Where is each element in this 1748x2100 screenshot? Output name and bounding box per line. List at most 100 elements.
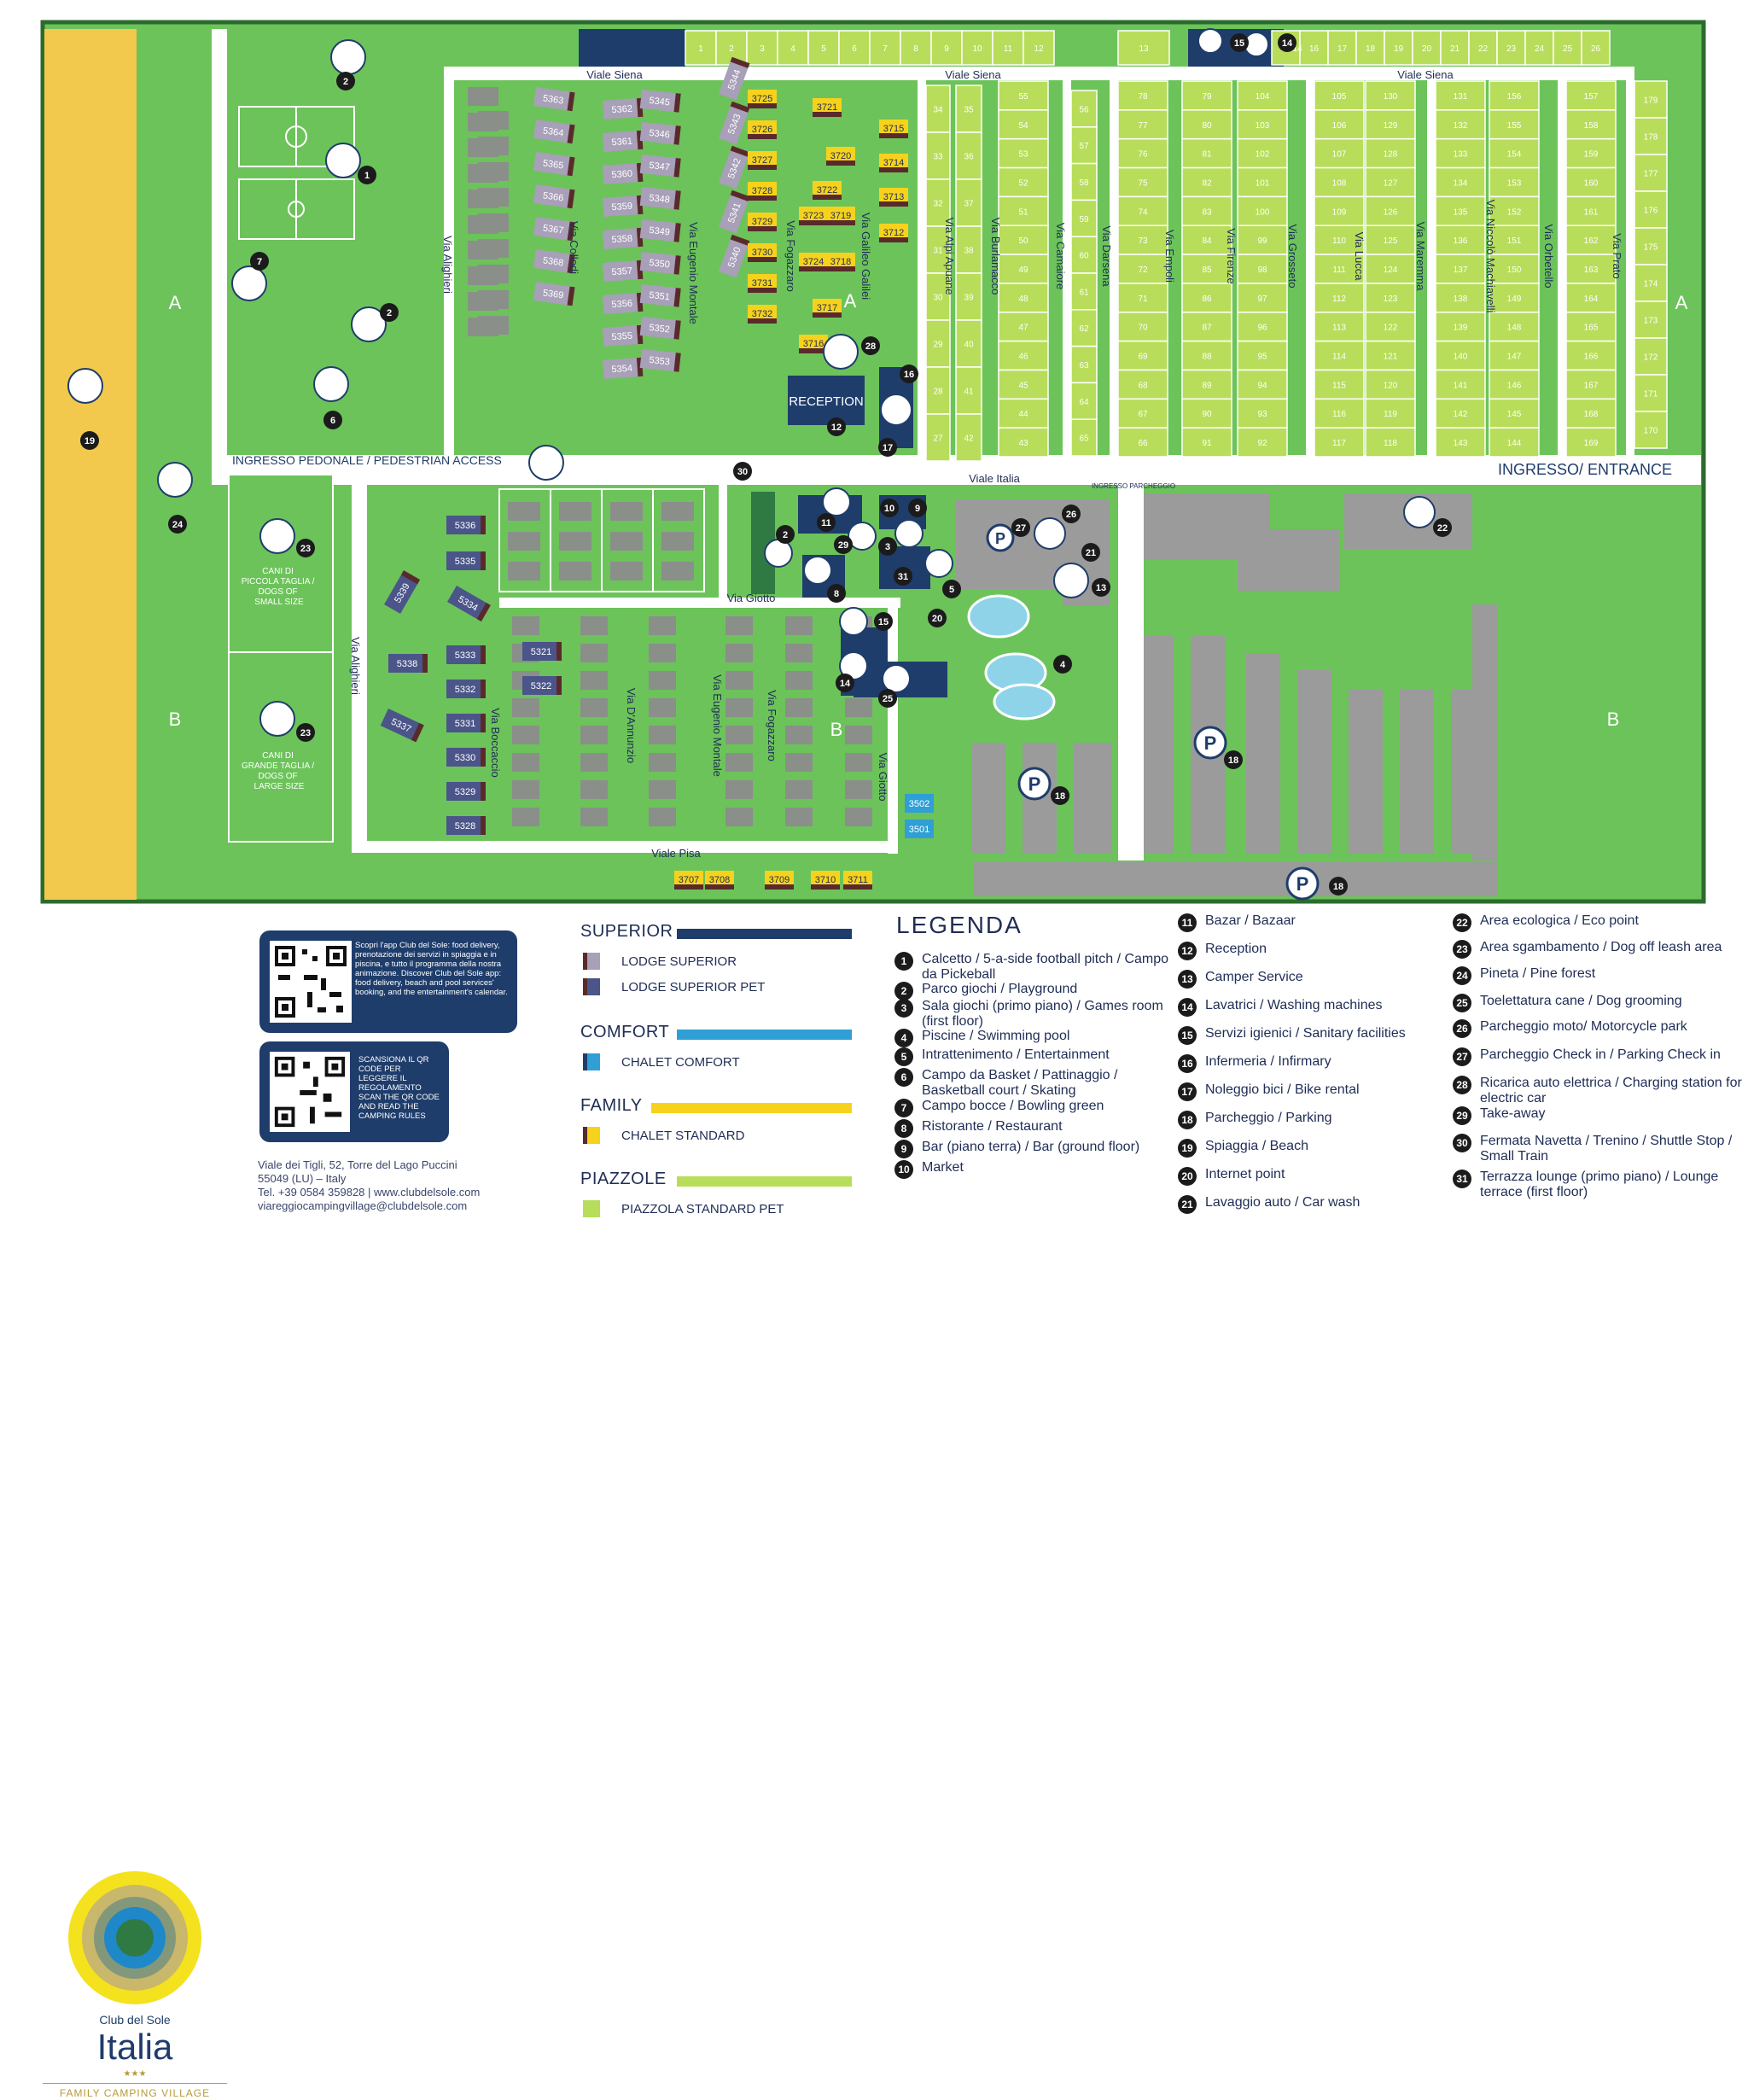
lodge-body[interactable] [719, 101, 750, 145]
pitch[interactable]: 44 [998, 398, 1049, 429]
parking-signs[interactable]: P P P P [986, 523, 1320, 901]
pitch[interactable]: 38 [955, 225, 982, 274]
pitch[interactable]: 148 [1489, 312, 1540, 342]
pitch[interactable]: 166 [1565, 340, 1617, 371]
bungalow[interactable] [649, 780, 676, 799]
pitch[interactable]: 105 [1314, 80, 1365, 111]
lodge[interactable]: 5337 [380, 709, 424, 743]
pitch-area[interactable] [1314, 109, 1365, 140]
address-line3[interactable]: Tel. +39 0584 359828 | www.clubdelsole.c… [258, 1186, 481, 1199]
pitch[interactable]: 156 [1489, 80, 1540, 111]
bungalow[interactable] [559, 502, 591, 521]
pitch-area[interactable] [1489, 166, 1540, 198]
pitch[interactable]: 157 [1565, 80, 1617, 111]
lodge-body[interactable] [639, 349, 681, 372]
pitch-area[interactable] [1314, 166, 1365, 198]
motorcycle-icon[interactable] [1034, 517, 1066, 550]
pitch[interactable]: 98 [1237, 254, 1288, 284]
pitch[interactable]: 163 [1565, 254, 1617, 284]
pitch-area[interactable] [1565, 195, 1617, 226]
pitch[interactable]: 80 [1181, 109, 1232, 140]
beach-icon[interactable] [67, 368, 103, 404]
app-qr-code[interactable] [270, 941, 352, 1023]
bungalow[interactable] [512, 753, 539, 772]
pitch-area[interactable] [925, 178, 951, 227]
pitch-area[interactable] [925, 272, 951, 321]
pitch-area[interactable] [1070, 90, 1098, 128]
pitch[interactable]: 25 [1553, 30, 1582, 66]
pitch-area[interactable] [1435, 340, 1486, 371]
pitch[interactable]: 61 [1070, 272, 1098, 311]
chalet[interactable]: 3721 [813, 98, 842, 117]
bungalow[interactable] [649, 616, 676, 635]
pitch[interactable]: 79 [1181, 80, 1232, 111]
pitch[interactable]: 41 [955, 366, 982, 415]
lodge[interactable]: 5332 [446, 680, 486, 698]
lodge-body[interactable] [603, 227, 644, 249]
chalet[interactable]: 3722 [813, 181, 842, 200]
pitch-area[interactable] [1314, 195, 1365, 226]
pitch[interactable]: 30 [925, 272, 951, 321]
pitch-area[interactable] [1565, 427, 1617, 458]
pitch-area[interactable] [1565, 166, 1617, 198]
pitch[interactable]: 101 [1237, 166, 1288, 198]
pitch-area[interactable] [1565, 398, 1617, 429]
pitch-area[interactable] [807, 30, 840, 66]
lodge-body[interactable] [603, 195, 644, 217]
pitch-area[interactable] [1634, 411, 1668, 449]
pitch-area[interactable] [1070, 309, 1098, 347]
pitch-area[interactable] [1117, 195, 1168, 226]
restaurant-icon[interactable] [803, 556, 832, 585]
pitch[interactable]: 22 [1468, 30, 1498, 66]
bungalow[interactable] [508, 562, 540, 580]
bungalow[interactable] [649, 808, 676, 826]
pitch[interactable]: 43 [998, 427, 1049, 458]
pitch[interactable]: 126 [1365, 195, 1416, 226]
pitch[interactable]: 117 [1314, 427, 1365, 458]
pitch-area[interactable] [925, 413, 951, 462]
lodge-body[interactable] [533, 249, 575, 274]
pitch[interactable]: 94 [1237, 369, 1288, 400]
pitch[interactable]: 8 [900, 30, 932, 66]
lodge-body[interactable] [639, 90, 681, 113]
pitch[interactable]: 85 [1181, 254, 1232, 284]
lodge-body[interactable] [533, 217, 575, 242]
pitch[interactable]: 153 [1489, 166, 1540, 198]
lodge[interactable]: 5356 [603, 292, 644, 314]
lodge-body[interactable] [719, 56, 750, 101]
lodge[interactable]: 5367 [533, 217, 575, 242]
pitch[interactable]: 53 [998, 137, 1049, 169]
pitch-area[interactable] [1181, 166, 1232, 198]
pitch-area[interactable] [1314, 398, 1365, 429]
chalet[interactable]: 3711 [843, 871, 872, 890]
pitch[interactable]: 20 [1412, 30, 1442, 66]
lodge-body[interactable] [719, 145, 750, 190]
lodge[interactable]: 5339 [384, 570, 421, 614]
bungalow[interactable] [845, 726, 872, 744]
bungalow[interactable] [580, 780, 608, 799]
pitch[interactable]: 131 [1435, 80, 1486, 111]
lodge-body[interactable] [384, 570, 421, 614]
lodge-body[interactable] [603, 97, 644, 120]
pitch[interactable]: 21 [1440, 30, 1470, 66]
pitch[interactable]: 97 [1237, 283, 1288, 313]
pitch[interactable]: 58 [1070, 162, 1098, 201]
pitch[interactable]: 162 [1565, 225, 1617, 255]
pitch[interactable]: 81 [1181, 137, 1232, 169]
lodge[interactable]: 5336 [446, 516, 486, 534]
pitch[interactable]: 176 [1634, 190, 1668, 229]
pitch-area[interactable] [1489, 369, 1540, 400]
pitch-area[interactable] [1365, 166, 1416, 198]
bungalow[interactable] [785, 780, 813, 799]
pitch-area[interactable] [1565, 109, 1617, 140]
pitch[interactable]: 119 [1365, 398, 1416, 429]
pitch[interactable]: 102 [1237, 137, 1288, 169]
pitch[interactable]: 36 [955, 131, 982, 180]
chalet[interactable]: 3718 [826, 253, 855, 271]
bungalow[interactable] [512, 726, 539, 744]
pitch[interactable]: 106 [1314, 109, 1365, 140]
bungalow[interactable] [580, 671, 608, 690]
dog-area-icon[interactable] [259, 701, 295, 737]
lodge-body[interactable] [639, 155, 681, 178]
pitch-area[interactable] [1581, 30, 1611, 66]
